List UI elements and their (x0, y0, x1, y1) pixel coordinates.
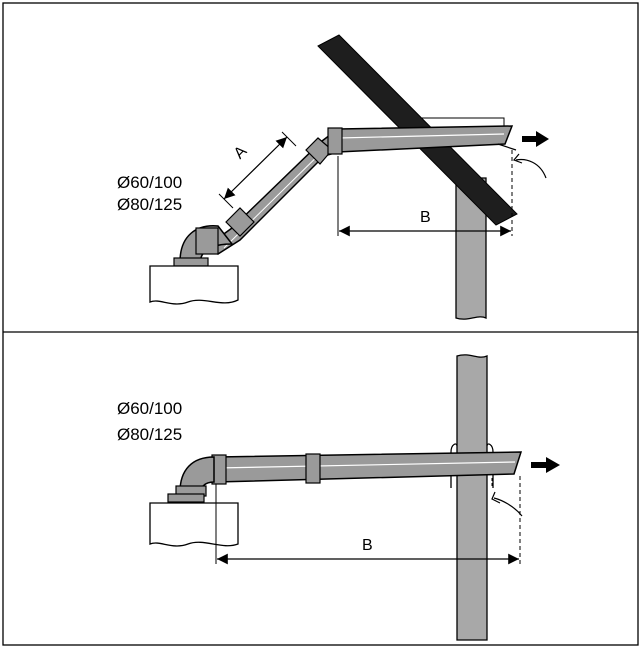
air-intake-arrow-icon (512, 153, 547, 179)
dimension-b-label: B (362, 537, 373, 554)
dimension-b: B (337, 150, 513, 237)
pipe-size-label-2: Ø80/125 (117, 195, 182, 214)
exhaust-arrow-icon (522, 131, 549, 147)
exhaust-arrow-icon (531, 457, 560, 473)
bottom-panel: B Ø60/100 Ø80/125 (117, 354, 560, 641)
horizontal-flue-pipe (337, 125, 517, 153)
wall-section (455, 177, 487, 320)
dimension-b: B (215, 476, 521, 565)
boiler-appliance (149, 502, 239, 547)
wall-section (456, 354, 488, 641)
pipe-size-label-1: Ø60/100 (117, 399, 182, 418)
dimension-b-label: B (420, 209, 431, 226)
air-intake-arrow-icon (491, 491, 523, 517)
pipe-size-label-1: Ø60/100 (117, 173, 182, 192)
diagonal-flue-pipe (208, 127, 343, 255)
dimension-a-label: A (231, 143, 251, 163)
horizontal-flue-pipe (211, 451, 523, 485)
top-panel: A B Ø60/100 Ø80/125 (117, 34, 549, 320)
boiler-appliance (149, 265, 239, 305)
appliance-elbow (167, 456, 215, 503)
pipe-size-label-2: Ø80/125 (117, 425, 182, 444)
